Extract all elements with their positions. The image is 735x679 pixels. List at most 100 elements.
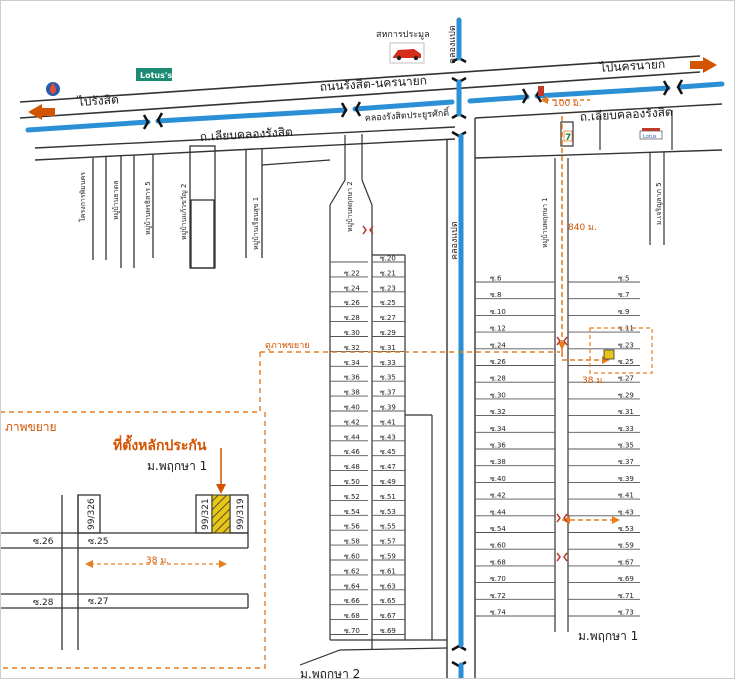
inset-village-label: ม.พฤกษา 1 [147, 459, 207, 473]
shop-icon: Lotus [639, 128, 663, 140]
soi-label-right: ซ.23 [380, 284, 396, 292]
soi-label-right: ซ.35 [618, 442, 634, 450]
inset-title: ภาพขยาย [5, 420, 57, 434]
arrow-to-nakhonnayok [690, 57, 717, 73]
inset-soi-26: ซ.26 [33, 537, 54, 547]
fuel-station-icon [46, 82, 60, 96]
soi-label-right: ซ.73 [618, 609, 634, 617]
soi-label-right: ซ.35 [380, 374, 396, 382]
collateral-label: ที่ตั้งหลักประกัน [113, 434, 207, 454]
soi-label-left: ซ.46 [344, 448, 360, 456]
soi-label-left: ซ.28 [490, 375, 506, 383]
route-to-property [561, 116, 615, 521]
village-label-5: หมู่บ้านเรือนสุข 1 [252, 197, 260, 250]
khlong-paet-canal [456, 17, 464, 679]
soi-label-right: ซ.55 [380, 523, 396, 531]
pruksa2-village [299, 134, 448, 666]
soi-label-right: ซ.7 [618, 291, 629, 299]
soi-label-right: ซ.69 [618, 575, 634, 583]
soi-label-right: ซ.33 [618, 425, 634, 433]
soi-label-left: ซ.24 [344, 284, 360, 292]
soi-label-right: ซ.67 [618, 558, 634, 566]
soi-label-left: ซ.30 [490, 391, 506, 399]
soi-row: ซ.30 ซ.29 [475, 391, 640, 399]
soi-label-right: ซ.29 [618, 391, 634, 399]
car-dealer-label: สหการประมูล [376, 30, 430, 40]
soi-label-right: ซ.51 [380, 493, 396, 501]
rangsit-canal [25, 81, 725, 133]
store-icon: 7 [563, 130, 573, 143]
frontage-road [34, 103, 723, 161]
soi-row: ซ.50 ซ.49 [330, 478, 405, 486]
soi-label-left: ซ.6 [490, 275, 502, 283]
lotus-store: Lotus's [136, 68, 172, 81]
village-label-3: หมู่บ้านพรธิสาร 5 [144, 181, 152, 235]
soi-label-left: ซ.68 [344, 612, 360, 620]
soi-label-left: ซ.70 [344, 627, 360, 635]
soi-label-left: ซ.32 [490, 408, 506, 416]
soi-label-left: ซ.28 [344, 314, 360, 322]
soi-label-left: ซ.36 [490, 442, 506, 450]
soi-row: ซ.20 [330, 255, 405, 263]
soi-label-left: ซ.24 [490, 341, 506, 349]
soi-label-right: ซ.9 [618, 308, 629, 316]
soi-label-left: ซ.10 [490, 308, 506, 316]
soi-row: ซ.8 ซ.7 [475, 291, 640, 299]
soi-label-left: ซ.26 [490, 358, 506, 366]
direction-arrows [28, 57, 717, 120]
soi-label-right: ซ.59 [618, 542, 634, 550]
soi-label-left: ซ.54 [490, 525, 506, 533]
inset-soi-28: ซ.28 [33, 598, 54, 608]
main-road-label: ถนนรังสิต-นครนายก [319, 73, 427, 94]
soi-label-right: ซ.43 [618, 508, 634, 516]
soi-label-left: ซ.36 [344, 374, 360, 382]
soi-label-right: ซ.41 [618, 492, 634, 500]
village-label-4: หมู่บ้านแก้วขวัญ 2 [180, 184, 188, 240]
village-label-8: ม.เจริญลาภ 5 [655, 182, 663, 225]
inset-soi-25: ซ.25 [88, 537, 108, 547]
red-bridge-1 [362, 225, 374, 235]
soi-label-right: ซ.39 [618, 475, 634, 483]
soi-label-right: ซ.49 [380, 478, 396, 486]
soi-label-left: ซ.12 [490, 325, 506, 333]
soi-label-left: ซ.42 [344, 418, 360, 426]
soi-label-left: ซ.38 [344, 389, 360, 397]
zoom-outline [0, 351, 560, 669]
soi-label-right: ซ.33 [380, 359, 396, 367]
soi-label-left: ซ.54 [344, 508, 360, 516]
red-bridge-2 [556, 336, 568, 562]
zoom-label: ดูภาพขยาย [265, 341, 310, 351]
soi-label-right: ซ.67 [380, 612, 396, 620]
svg-text:Lotus: Lotus [643, 134, 657, 140]
soi-row: ซ.36 ซ.35 [475, 442, 640, 450]
collateral-plot [211, 494, 231, 534]
canal-paet-label: คลองแปด [450, 221, 460, 260]
soi-row: ซ.36 ซ.35 [330, 374, 405, 382]
soi-label-left: ซ.8 [490, 291, 501, 299]
soi-label-right: ซ.61 [380, 567, 396, 575]
soi-label-left: ซ.50 [344, 478, 360, 486]
village-label-2: หมู่บ้านธาดล [112, 181, 120, 220]
